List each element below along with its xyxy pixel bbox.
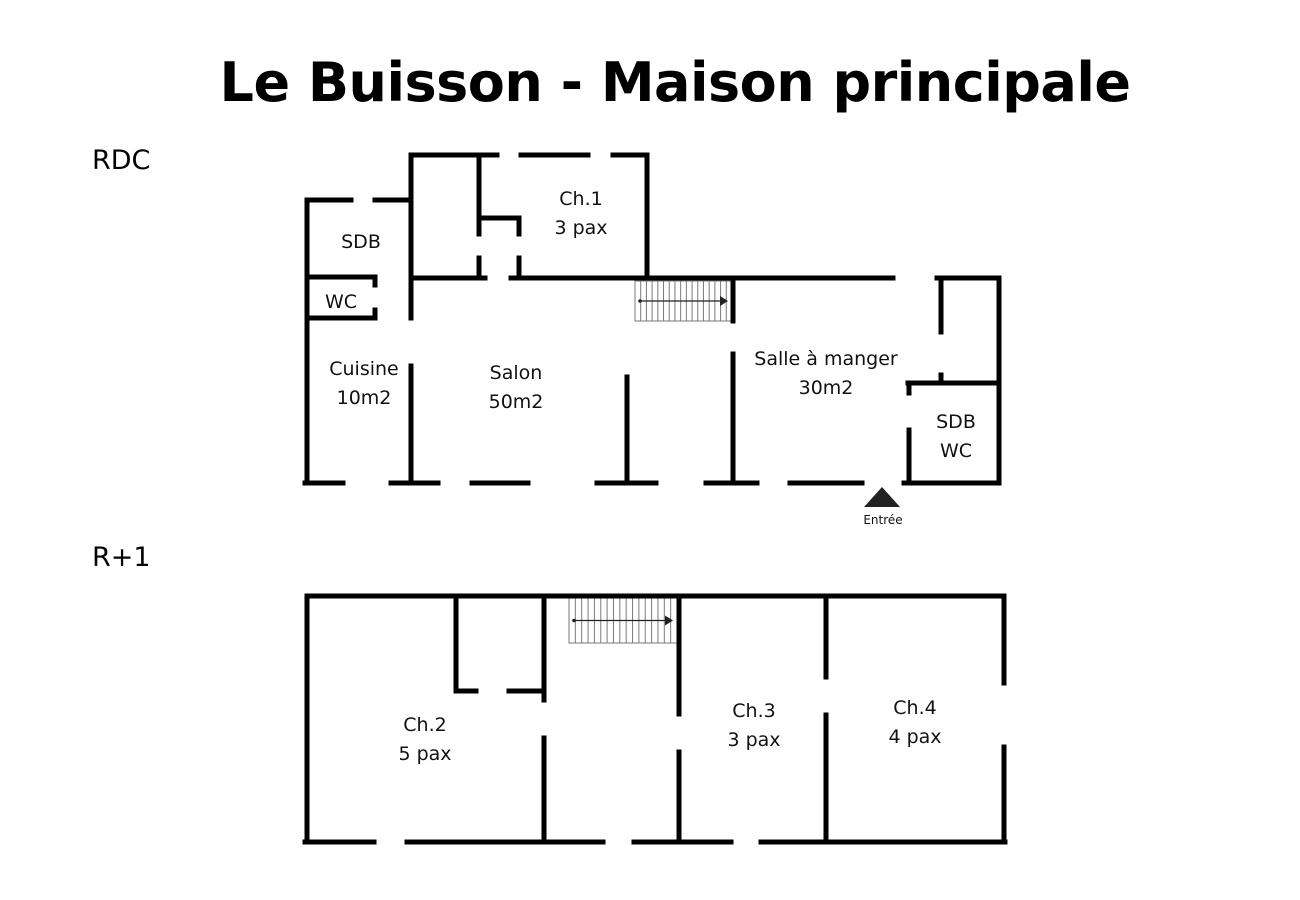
room-label-group: SDB WC: [936, 411, 976, 462]
room-name: Cuisine: [329, 358, 399, 380]
walls: [302, 593, 1008, 845]
room-detail: 30m2: [799, 377, 854, 399]
room-label-group: WC: [325, 291, 357, 313]
room-detail: 4 pax: [888, 726, 941, 748]
room-detail: WC: [940, 440, 972, 462]
room-label-group: Salle à manger 30m2: [754, 348, 898, 399]
walls: [302, 152, 1002, 486]
entrance-marker: Entrée: [863, 487, 903, 527]
room-name: Salon: [490, 362, 543, 384]
room-name: Salle à manger: [754, 348, 898, 370]
room-label-group: Ch.4 4 pax: [888, 697, 941, 748]
room-name: Ch.3: [732, 700, 775, 722]
floor-plan-r1: Ch.2 5 pax Ch.3 3 pax Ch.4 4 pax: [302, 593, 1008, 845]
room-label-group: Ch.3 3 pax: [727, 700, 780, 751]
room-detail: 3 pax: [554, 217, 607, 239]
room-label-group: Ch.1 3 pax: [554, 188, 607, 239]
staircase: [634, 280, 733, 322]
stair-arrow-icon: [665, 615, 673, 626]
room-label-group: Cuisine 10m2: [329, 358, 399, 409]
room-name: Ch.2: [403, 714, 446, 736]
room-detail: 5 pax: [398, 743, 451, 765]
page-title: Le Buisson - Maison principale: [219, 51, 1131, 114]
room-name: WC: [325, 291, 357, 313]
room-detail: 10m2: [337, 387, 392, 409]
stair-arrow-icon: [720, 296, 728, 306]
room-name: SDB: [936, 411, 976, 433]
entrance-label: Entrée: [863, 513, 902, 527]
room-label-group: SDB: [341, 231, 381, 253]
room-detail: 50m2: [489, 391, 544, 413]
room-name: SDB: [341, 231, 381, 253]
entrance-triangle-icon: [864, 487, 900, 507]
room-label-group: Ch.2 5 pax: [398, 714, 451, 765]
room-name: Ch.1: [559, 188, 602, 210]
room-name: Ch.4: [893, 697, 936, 719]
staircase: [568, 597, 678, 644]
room-label-group: Salon 50m2: [489, 362, 544, 413]
room-detail: 3 pax: [727, 729, 780, 751]
level-label-r1: R+1: [92, 542, 151, 573]
level-label-rdc: RDC: [92, 145, 151, 176]
